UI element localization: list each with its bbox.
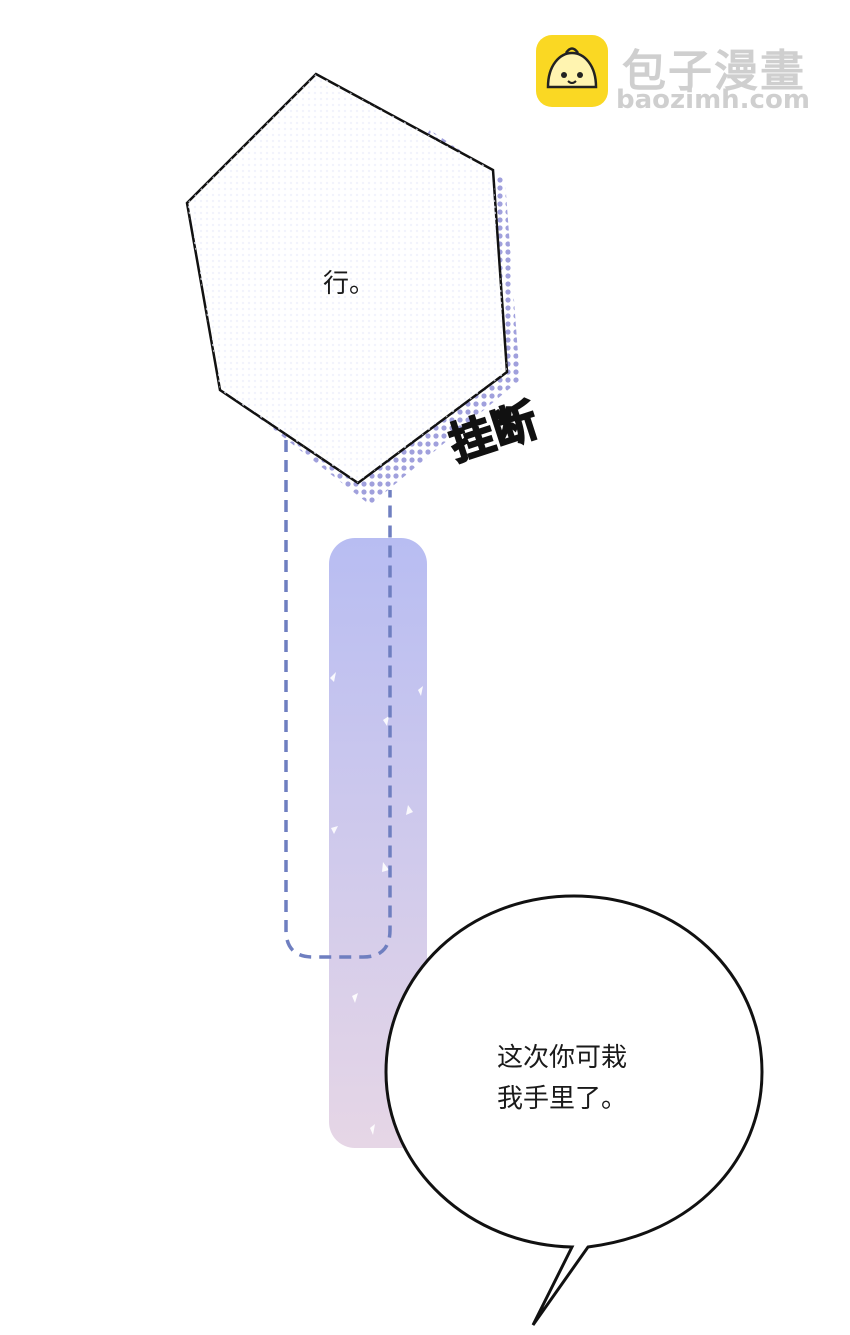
speech-bubble xyxy=(384,894,764,1326)
sparkles xyxy=(330,672,423,1135)
hexagon-bubble-text: 行。 xyxy=(323,269,376,299)
steamed-bun-icon xyxy=(536,35,608,107)
watermark: 包子漫畫 baozimh.com xyxy=(536,35,836,115)
speech-line-2: 我手里了。 xyxy=(497,1083,628,1114)
watermark-name: 包子漫畫 xyxy=(622,46,806,97)
speech-bubble-text: 这次你可栽 我手里了。 xyxy=(497,1042,627,1115)
dashed-connector xyxy=(284,440,392,959)
hexagon-texture xyxy=(187,74,507,483)
watermark-domain: baozimh.com xyxy=(616,85,810,115)
speech-line-1: 这次你可栽 xyxy=(497,1043,628,1073)
